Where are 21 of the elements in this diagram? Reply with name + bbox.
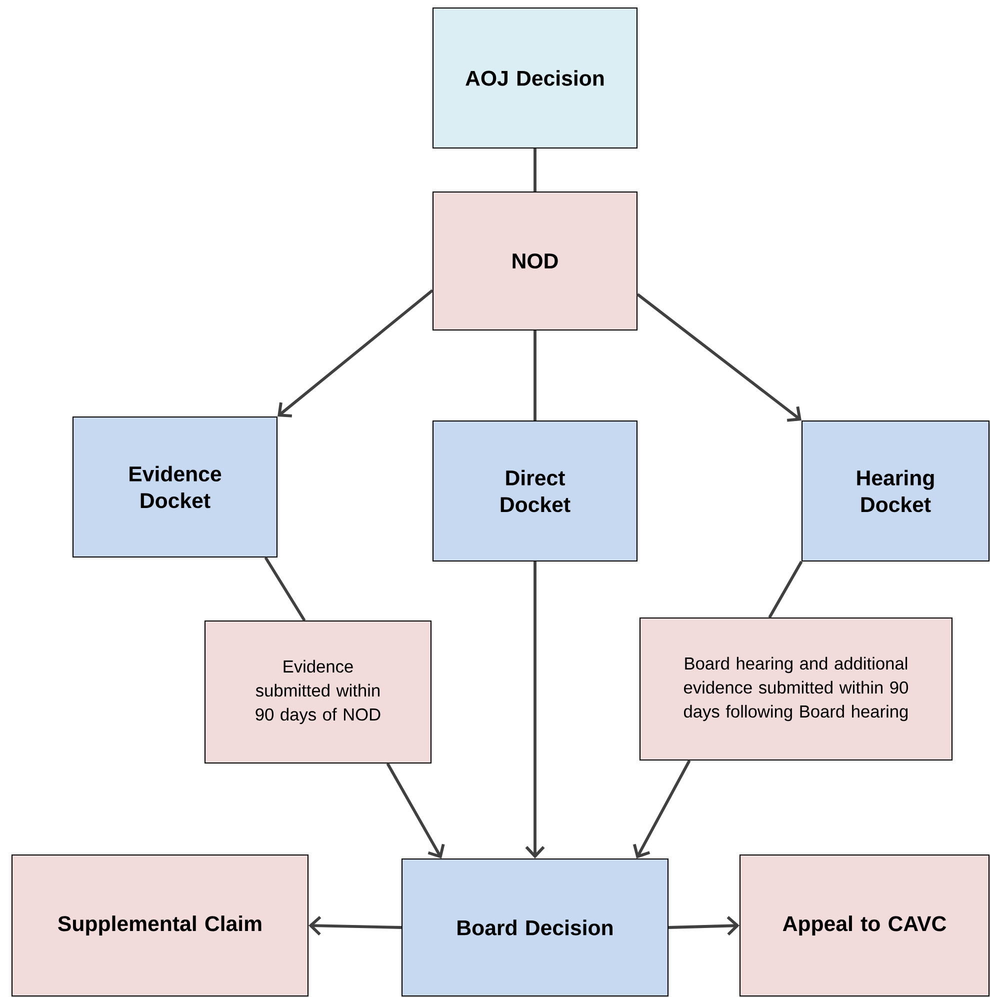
arrow: [386, 762, 445, 858]
connector-line: [534, 330, 536, 420]
process-box: Direct Docket: [432, 420, 638, 562]
arrow: [278, 289, 434, 418]
process-box: Appeal to CAVC: [739, 854, 990, 997]
arrow: [636, 293, 802, 422]
arrow: [525, 562, 545, 858]
arrow: [632, 760, 691, 858]
connector-line: [264, 556, 306, 622]
process-box: Evidence Docket: [72, 416, 278, 558]
arrow: [668, 916, 740, 936]
arrow: [308, 916, 402, 936]
process-box: Supplemental Claim: [11, 854, 309, 997]
process-box: NOD: [432, 191, 638, 331]
process-box: Hearing Docket: [801, 420, 990, 562]
process-box: Board Decision: [401, 858, 669, 997]
process-box: Board hearing and additional evidence submitted within 90 days following Board hearing: [639, 617, 953, 761]
process-box: Evidence submitted within 90 days of NOD: [204, 620, 432, 764]
connector-line: [768, 560, 803, 618]
connector-line: [534, 148, 536, 192]
process-box: AOJ Decision: [432, 7, 638, 149]
